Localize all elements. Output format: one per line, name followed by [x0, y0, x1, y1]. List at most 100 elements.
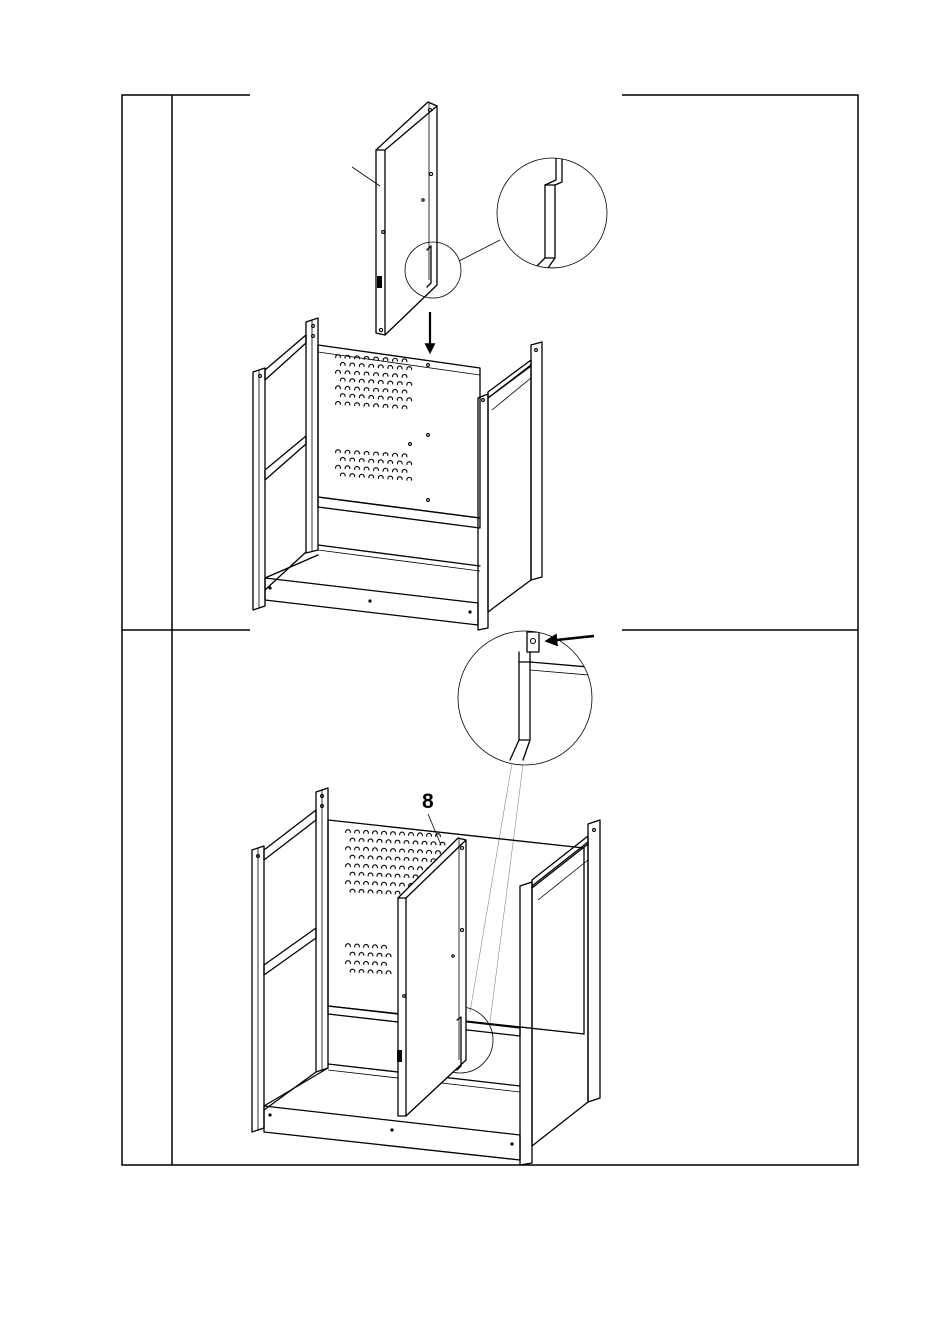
vent-hole: [377, 873, 382, 876]
vent-hole: [402, 406, 407, 409]
screw-arrow-icon: [547, 636, 594, 641]
vent-hole: [386, 891, 391, 894]
vent-hole: [386, 840, 391, 843]
vent-hole: [368, 953, 373, 956]
vent-hole: [359, 890, 364, 893]
vent-hole: [355, 944, 360, 947]
vent-hole: [350, 969, 355, 972]
vent-hole: [369, 475, 374, 478]
vent-hole: [382, 962, 387, 965]
vent-hole: [340, 362, 345, 365]
vent-hole: [355, 403, 360, 406]
vent-hole: [409, 832, 414, 835]
vent-hole: [397, 461, 402, 464]
vent-hole: [388, 476, 393, 479]
vent-hole: [388, 381, 393, 384]
vent-hole: [345, 402, 350, 405]
vent-hole: [388, 460, 393, 463]
vent-hole: [364, 944, 369, 947]
vent-hole: [359, 970, 364, 973]
vent-hole: [383, 404, 388, 407]
vent-hole: [350, 394, 355, 397]
vent-hole: [359, 873, 364, 876]
vent-hole: [368, 873, 373, 876]
vent-hole: [400, 866, 405, 869]
vent-hole: [397, 382, 402, 385]
vent-hole: [368, 970, 373, 973]
vent-hole: [383, 389, 388, 392]
vent-hole: [382, 831, 387, 834]
vent-hole: [369, 380, 374, 383]
vent-hole: [364, 403, 369, 406]
vent-hole: [350, 363, 355, 366]
vent-hole: [359, 856, 364, 859]
vent-hole: [364, 388, 369, 391]
vent-hole: [386, 874, 391, 877]
vent-hole: [369, 395, 374, 398]
vent-hole: [382, 865, 387, 868]
vent-hole: [388, 365, 393, 368]
vent-hole: [359, 364, 364, 367]
vent-hole: [393, 405, 398, 408]
vent-hole: [393, 358, 398, 361]
vent-hole: [350, 872, 355, 875]
vent-hole: [407, 462, 412, 465]
step-lower-illustration: 8: [252, 631, 600, 1165]
vent-hole: [418, 833, 423, 836]
vent-hole: [364, 881, 369, 884]
vent-hole: [369, 364, 374, 367]
vent-hole: [393, 469, 398, 472]
vent-hole: [395, 891, 400, 894]
vent-hole: [413, 875, 418, 878]
vent-hole: [373, 831, 378, 834]
vent-hole: [402, 359, 407, 362]
vent-hole: [364, 847, 369, 850]
vent-hole: [377, 953, 382, 956]
vent-hole: [359, 953, 364, 956]
vent-hole: [359, 839, 364, 842]
vent-hole: [402, 390, 407, 393]
vent-hole: [393, 453, 398, 456]
vent-hole: [369, 459, 374, 462]
vent-hole: [407, 367, 412, 370]
vent-hole: [368, 890, 373, 893]
vent-hole: [346, 944, 351, 947]
vent-hole: [391, 832, 396, 835]
vent-hole: [409, 849, 414, 852]
vent-hole: [364, 961, 369, 964]
part-label-8: 8: [422, 790, 434, 813]
vent-hole: [355, 830, 360, 833]
vent-hole: [383, 453, 388, 456]
vent-hole: [350, 889, 355, 892]
vent-hole: [409, 866, 414, 869]
vent-hole: [374, 404, 379, 407]
vent-hole: [402, 454, 407, 457]
vent-hole: [386, 857, 391, 860]
vent-hole: [346, 847, 351, 850]
vent-hole: [413, 841, 418, 844]
vent-hole: [373, 848, 378, 851]
vent-hole: [382, 945, 387, 948]
vent-hole: [377, 970, 382, 973]
vent-hole: [340, 457, 345, 460]
vent-hole: [404, 841, 409, 844]
vent-hole: [436, 851, 441, 854]
vent-hole: [427, 850, 432, 853]
detail-magnifier-icon: [497, 150, 620, 268]
vent-hole: [377, 839, 382, 842]
vent-hole: [374, 452, 379, 455]
vent-hole: [364, 451, 369, 454]
divider-panel-8: [397, 838, 466, 1116]
vent-hole: [391, 866, 396, 869]
step-upper-illustration: [253, 102, 620, 630]
vent-hole: [407, 477, 412, 480]
vent-hole: [395, 840, 400, 843]
vent-hole: [346, 961, 351, 964]
vent-hole: [373, 865, 378, 868]
vent-hole: [359, 459, 364, 462]
vent-hole: [345, 386, 350, 389]
vent-hole: [382, 848, 387, 851]
vent-hole: [400, 883, 405, 886]
vent-hole: [346, 830, 351, 833]
